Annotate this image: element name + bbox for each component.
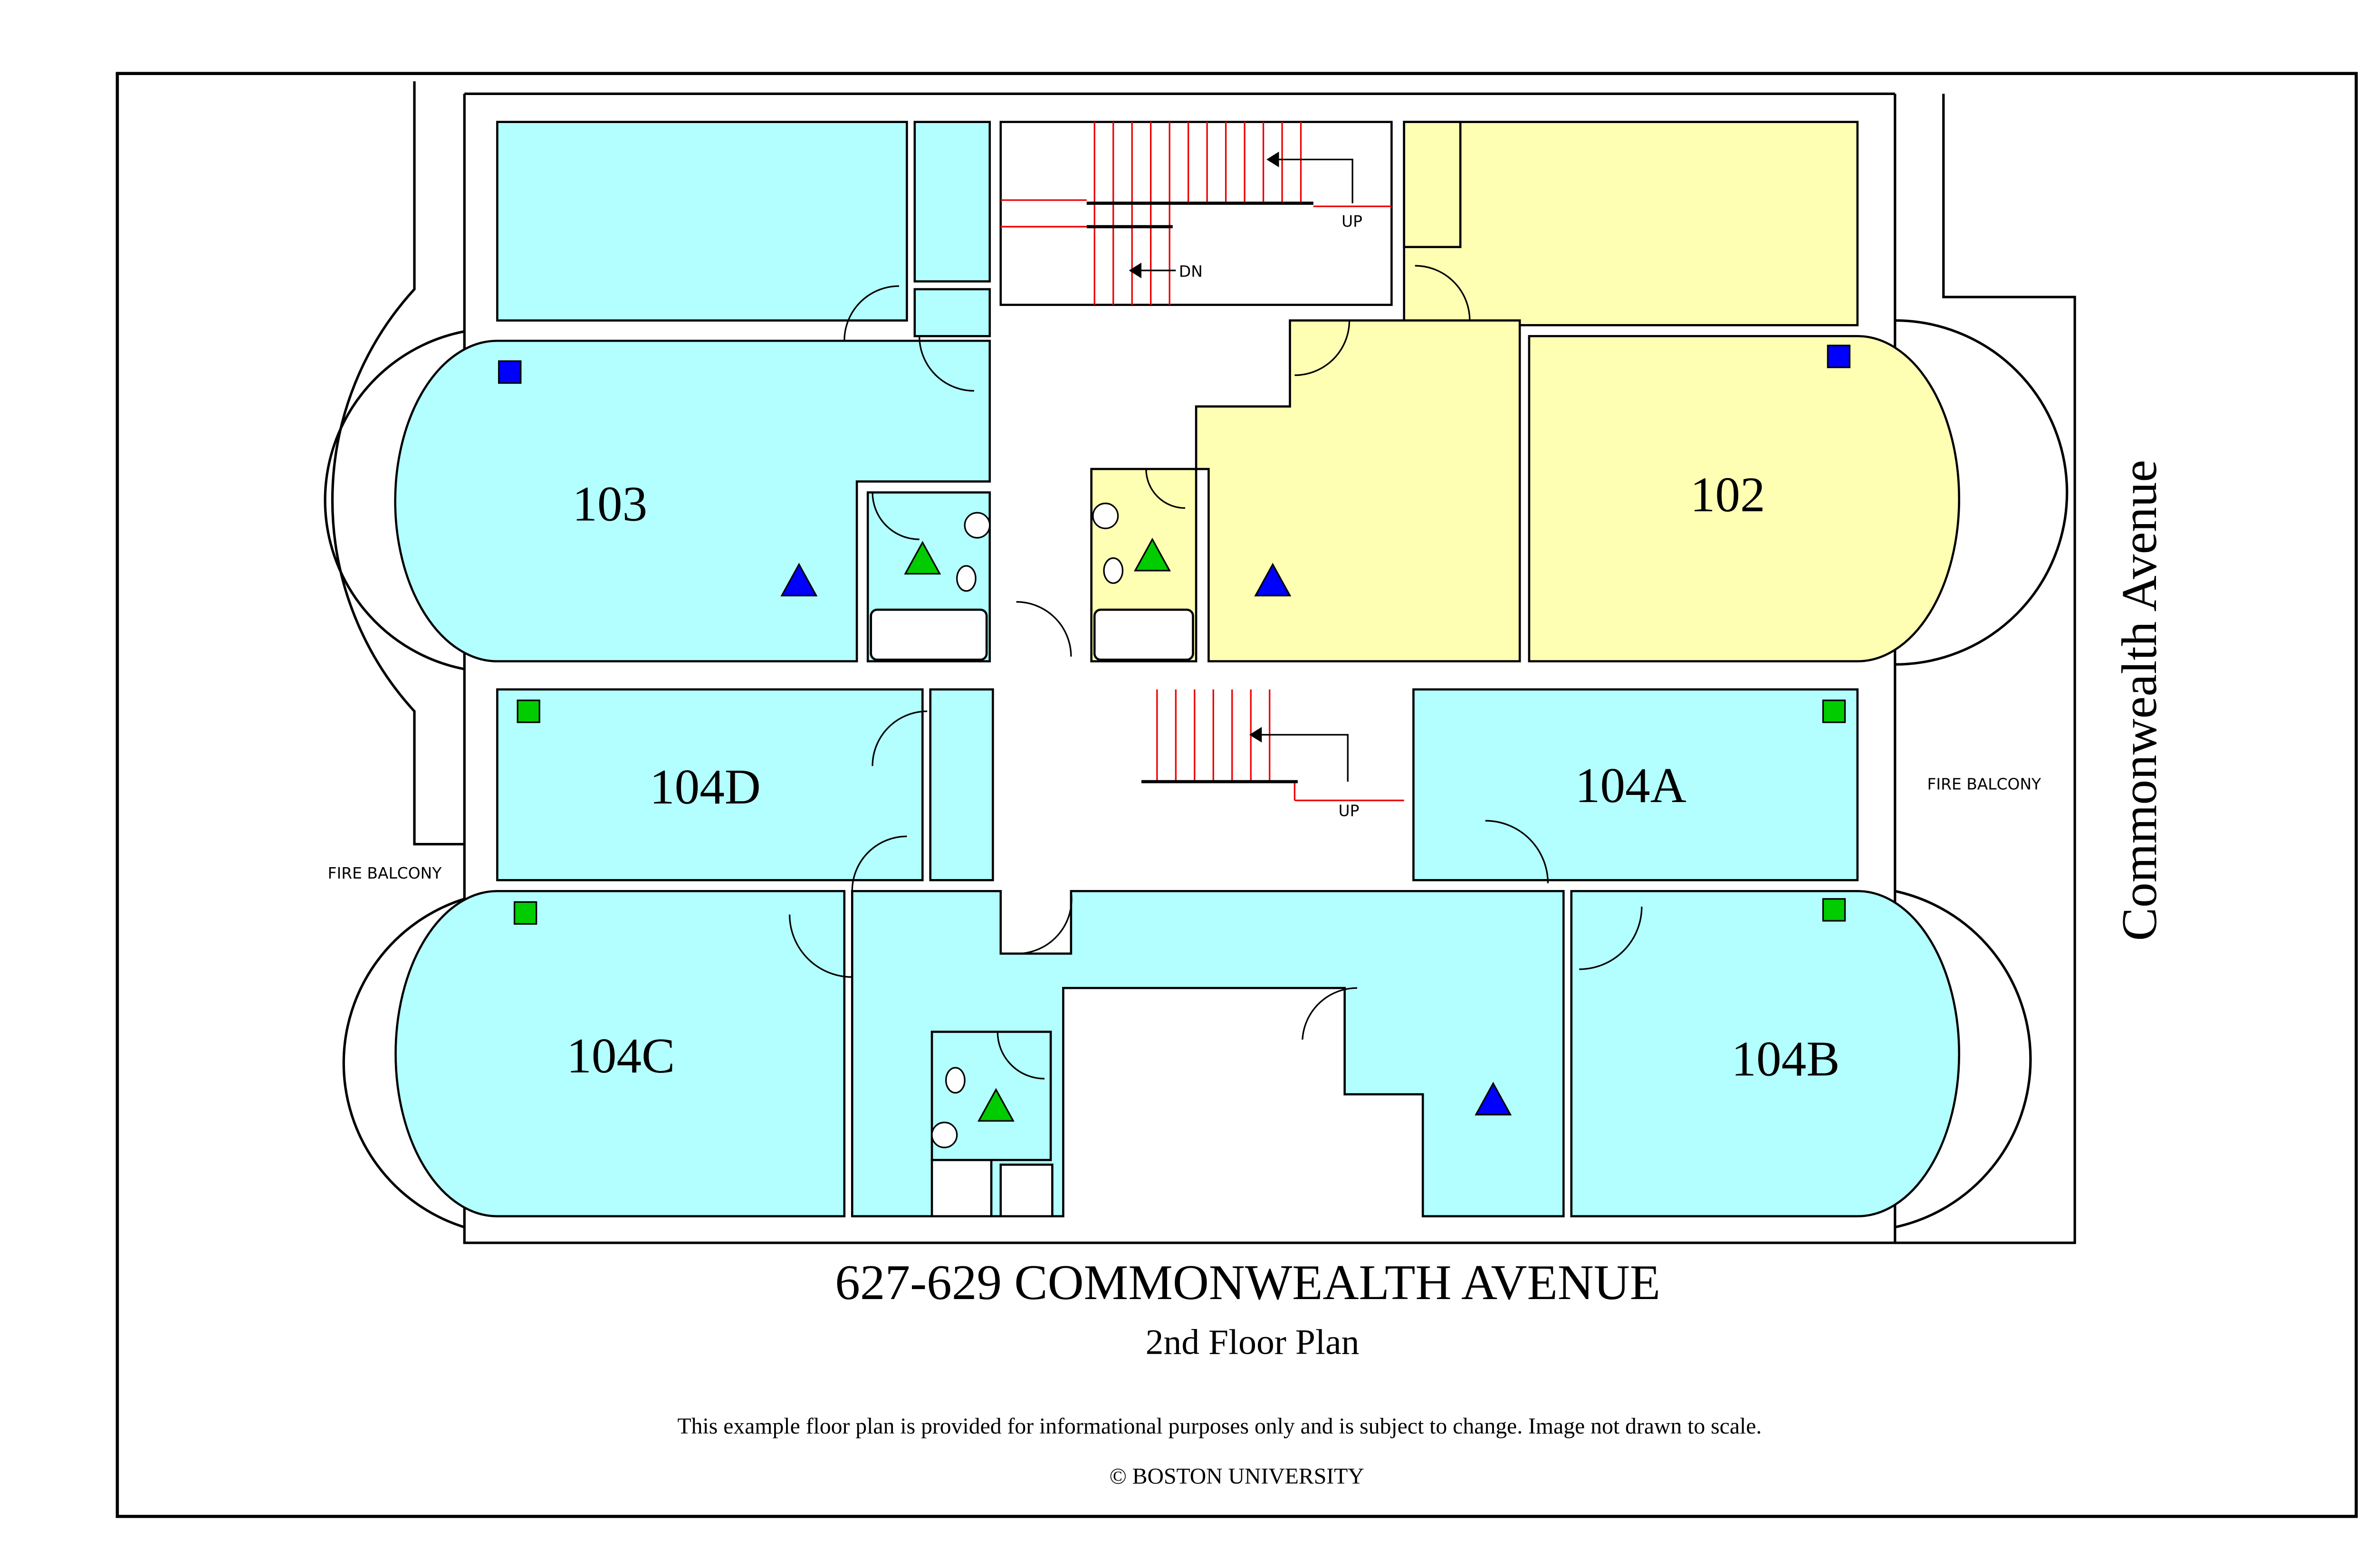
unit-102 — [1090, 121, 1960, 663]
green-triangle-marker — [1134, 537, 1171, 572]
room-label-104b: 104B — [1731, 1031, 1839, 1087]
unit-104-common — [851, 890, 1565, 1218]
unit-104d — [496, 688, 994, 881]
stair-up-label: UP — [1341, 212, 1362, 230]
blue-square-marker — [498, 360, 522, 384]
green-square-marker — [1822, 898, 1846, 922]
unit-104b — [1570, 890, 1960, 1218]
green-square-marker — [1822, 699, 1846, 723]
room-label-102: 102 — [1690, 467, 1765, 522]
disclaimer: This example floor plan is provided for … — [678, 1414, 1762, 1439]
door-swings — [789, 265, 1643, 1080]
building-outline — [324, 81, 2076, 1244]
green-triangle-marker — [904, 541, 941, 575]
sheet-border — [115, 72, 2358, 1518]
blue-square-marker — [1827, 344, 1851, 368]
stairwell-bottom — [1141, 689, 1404, 802]
blue-triangle-marker — [1475, 1081, 1512, 1116]
blue-triangle-marker — [1254, 563, 1292, 597]
building-title: 627-629 COMMONWEALTH AVENUE — [835, 1254, 1660, 1310]
unit-103 — [394, 121, 991, 663]
green-square-marker — [513, 901, 537, 925]
fixtures — [931, 502, 1124, 1148]
room-label-103: 103 — [572, 476, 647, 532]
markers — [498, 344, 1851, 1122]
green-square-marker — [517, 699, 540, 723]
fire-balcony-label: FIRE BALCONY — [328, 864, 442, 882]
stair-up-label: UP — [1339, 801, 1360, 820]
room-label-104c: 104C — [566, 1028, 675, 1083]
copyright: © BOSTON UNIVERSITY — [1110, 1463, 1364, 1489]
unit-104a — [1412, 688, 1859, 881]
unit-104c — [394, 890, 846, 1218]
fire-balcony-label: FIRE BALCONY — [1927, 775, 2041, 794]
stairwell-top — [999, 121, 1393, 306]
street-label: Commonwealth Avenue — [2111, 460, 2167, 941]
green-triangle-marker — [977, 1088, 1015, 1122]
stair-down-label: DN — [1179, 262, 1203, 280]
blue-triangle-marker — [780, 563, 818, 597]
room-label-104d: 104D — [650, 759, 761, 814]
room-label-104a: 104A — [1575, 757, 1686, 813]
floor-subtitle: 2nd Floor Plan — [1146, 1322, 1360, 1362]
